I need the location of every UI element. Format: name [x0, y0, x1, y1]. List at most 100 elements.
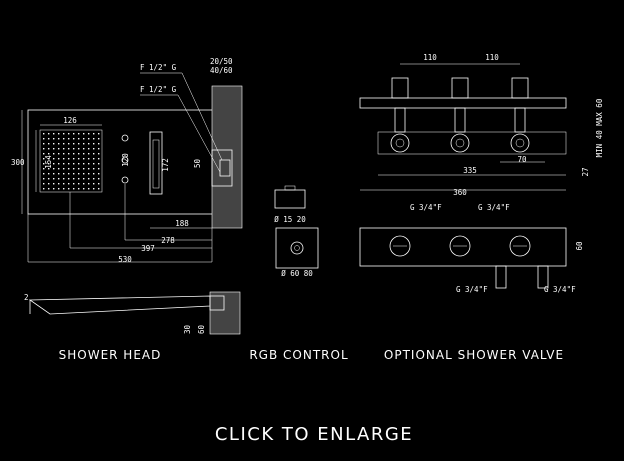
nozzle [58, 138, 60, 140]
valve-top-view: 110 110 70 335 27 MIN 40 MAX 60 [359, 53, 604, 177]
dim-2: 2 [24, 293, 29, 302]
nozzle [88, 138, 90, 140]
rgb-button [290, 241, 304, 255]
nozzle [83, 133, 85, 135]
nozzle [48, 168, 50, 170]
dim-60: 60 [197, 324, 206, 334]
dim-27: 27 [581, 167, 590, 176]
nozzle [68, 188, 70, 190]
nozzle [93, 158, 95, 160]
valve-knobs-top [390, 77, 530, 153]
nozzle [78, 148, 80, 150]
nozzle [58, 158, 60, 160]
dim-min-max: MIN 40 MAX 60 [595, 98, 604, 157]
nozzle [53, 158, 55, 160]
nozzle [88, 148, 90, 150]
dim-50: 50 [193, 158, 202, 168]
nozzle [78, 188, 80, 190]
nozzle [68, 158, 70, 160]
nozzle [53, 153, 55, 155]
nozzle [48, 178, 50, 180]
nozzle [83, 143, 85, 145]
nozzle [48, 173, 50, 175]
fitting-callout-2: F 1/2" G [140, 85, 177, 94]
valve-front-plate [359, 227, 567, 267]
nozzle [63, 173, 65, 175]
nozzle [68, 153, 70, 155]
nozzle [43, 163, 45, 165]
nozzle [88, 153, 90, 155]
nozzle [63, 138, 65, 140]
nozzle [98, 153, 100, 155]
nozzle [53, 188, 55, 190]
nozzle [98, 133, 100, 135]
nozzle [83, 138, 85, 140]
nozzle [88, 143, 90, 145]
nozzle [58, 188, 60, 190]
nozzle [53, 173, 55, 175]
nozzle [68, 138, 70, 140]
nozzle [78, 158, 80, 160]
dim-70: 70 [517, 155, 527, 164]
nozzle [63, 148, 65, 150]
nozzle [98, 163, 100, 165]
nozzle [73, 173, 75, 175]
shower-head-side-view: 2 30 60 [24, 291, 241, 335]
nozzle [88, 158, 90, 160]
nozzle [53, 148, 55, 150]
inlet-fitting [219, 159, 231, 177]
valve-stem [454, 107, 466, 133]
valve-body-pipe [377, 131, 567, 155]
nozzle [48, 153, 50, 155]
nozzle [43, 158, 45, 160]
nozzle [88, 168, 90, 170]
nozzle-grid [43, 133, 100, 190]
click-to-enlarge-link[interactable]: CLICK TO ENLARGE [215, 424, 413, 445]
nozzle [63, 143, 65, 145]
nozzle [88, 163, 90, 165]
nozzle [98, 188, 100, 190]
nozzle [78, 143, 80, 145]
nozzle [68, 168, 70, 170]
nozzle [98, 168, 100, 170]
nozzle [48, 133, 50, 135]
valve-stem [394, 107, 406, 133]
nozzle [53, 178, 55, 180]
nozzle [88, 183, 90, 185]
dim-40-60: 40/60 [210, 66, 233, 75]
valve-front-view: 360 60 G 3/4"F G 3/4"F G 3/4"F G 3/4"F [359, 188, 584, 294]
caption-rgb-control: RGB CONTROL [249, 348, 348, 362]
nozzle [93, 188, 95, 190]
nozzle [58, 148, 60, 150]
nozzle [78, 168, 80, 170]
nozzle [58, 143, 60, 145]
valve-stem [514, 107, 526, 133]
nozzle [83, 173, 85, 175]
caption-shower-head: SHOWER HEAD [59, 348, 162, 362]
nozzle [43, 143, 45, 145]
nozzle [48, 163, 50, 165]
dim-120: 120 [121, 153, 130, 167]
nozzle [83, 168, 85, 170]
nozzle [58, 183, 60, 185]
nozzle [93, 168, 95, 170]
nozzle [63, 183, 65, 185]
nozzle [78, 173, 80, 175]
valve-handle [391, 77, 409, 99]
valve-cartridge-core [395, 138, 405, 148]
valve-knob [389, 235, 411, 257]
valve-knob [449, 235, 471, 257]
nozzle [43, 168, 45, 170]
nozzle [68, 178, 70, 180]
nozzle [98, 143, 100, 145]
nozzle [58, 178, 60, 180]
rgb-dim-1: Ø 15 20 [274, 215, 306, 224]
nozzle [78, 153, 80, 155]
valve-cartridge [390, 133, 410, 153]
nozzle [68, 133, 70, 135]
nozzle [73, 188, 75, 190]
thread-label-3: G 3/4"F [456, 285, 488, 294]
thread-label-2: G 3/4"F [478, 203, 510, 212]
